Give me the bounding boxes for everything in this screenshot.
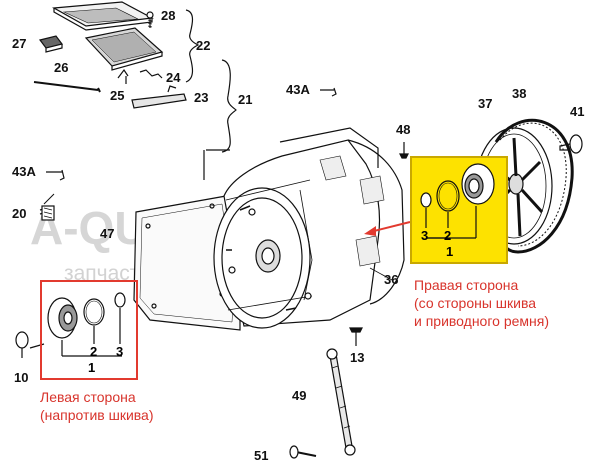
right-label-3: 3 bbox=[421, 228, 429, 243]
screw-48 bbox=[399, 142, 409, 159]
label-21: 21 bbox=[238, 92, 252, 107]
left-side-parts-frame: 2 3 1 bbox=[40, 280, 138, 380]
right-side-caption: Правая сторона (со стороны шкива и приво… bbox=[414, 276, 549, 330]
label-38: 38 bbox=[512, 86, 526, 101]
brace-21 bbox=[221, 59, 237, 153]
label-20: 20 bbox=[12, 206, 26, 221]
screw-28 bbox=[146, 11, 154, 28]
pin-51 bbox=[289, 445, 317, 459]
label-10: 10 bbox=[14, 370, 28, 385]
clip-43a-left bbox=[46, 169, 65, 181]
bolt-41 bbox=[559, 134, 583, 154]
screw-13 bbox=[349, 327, 363, 346]
label-48: 48 bbox=[396, 122, 410, 137]
right-caption-line-1: Правая сторона bbox=[414, 277, 519, 293]
label-23: 23 bbox=[194, 90, 208, 105]
label-43a-top: 43A bbox=[286, 82, 310, 97]
label-22: 22 bbox=[196, 38, 210, 53]
right-label-2: 2 bbox=[444, 228, 452, 243]
left-side-caption: Левая сторона (напротив шкива) bbox=[40, 388, 154, 424]
label-36: 36 bbox=[384, 272, 398, 287]
label-13: 13 bbox=[350, 350, 364, 365]
left-label-1: 1 bbox=[88, 360, 96, 375]
label-51: 51 bbox=[254, 448, 268, 463]
strip-23 bbox=[131, 85, 187, 109]
label-24: 24 bbox=[166, 70, 181, 85]
clip-43a-top bbox=[320, 87, 337, 97]
pointer-arrow bbox=[364, 221, 411, 236]
right-caption-line-2: (со стороны шкива bbox=[414, 295, 537, 311]
left-label-2: 2 bbox=[90, 344, 98, 359]
label-28: 28 bbox=[161, 8, 175, 23]
top-cover-plate bbox=[52, 1, 154, 31]
label-41: 41 bbox=[570, 104, 584, 119]
spring-20 bbox=[39, 193, 55, 221]
right-caption-line-3: и приводного ремня) bbox=[414, 313, 549, 329]
door-grille bbox=[84, 27, 164, 71]
drum-tub bbox=[213, 127, 405, 329]
label-47: 47 bbox=[100, 226, 114, 241]
spring-24 bbox=[139, 69, 163, 79]
left-label-3: 3 bbox=[116, 344, 124, 359]
hook-25 bbox=[117, 68, 129, 79]
right-label-1: 1 bbox=[446, 244, 454, 259]
label-27: 27 bbox=[12, 36, 26, 51]
label-25: 25 bbox=[110, 88, 124, 103]
left-caption-line-1: Левая сторона bbox=[40, 389, 136, 405]
label-43a-left: 43A bbox=[12, 164, 36, 179]
right-side-parts-highlight: 3 2 1 bbox=[410, 156, 508, 264]
label-37: 37 bbox=[478, 96, 492, 111]
rod-26 bbox=[33, 81, 99, 91]
label-26: 26 bbox=[54, 60, 68, 75]
clip-27 bbox=[38, 35, 64, 53]
left-caption-line-2: (напротив шкива) bbox=[40, 407, 154, 423]
label-49: 49 bbox=[292, 388, 306, 403]
brace-22 bbox=[185, 9, 200, 83]
shock-absorber-49 bbox=[326, 348, 356, 456]
